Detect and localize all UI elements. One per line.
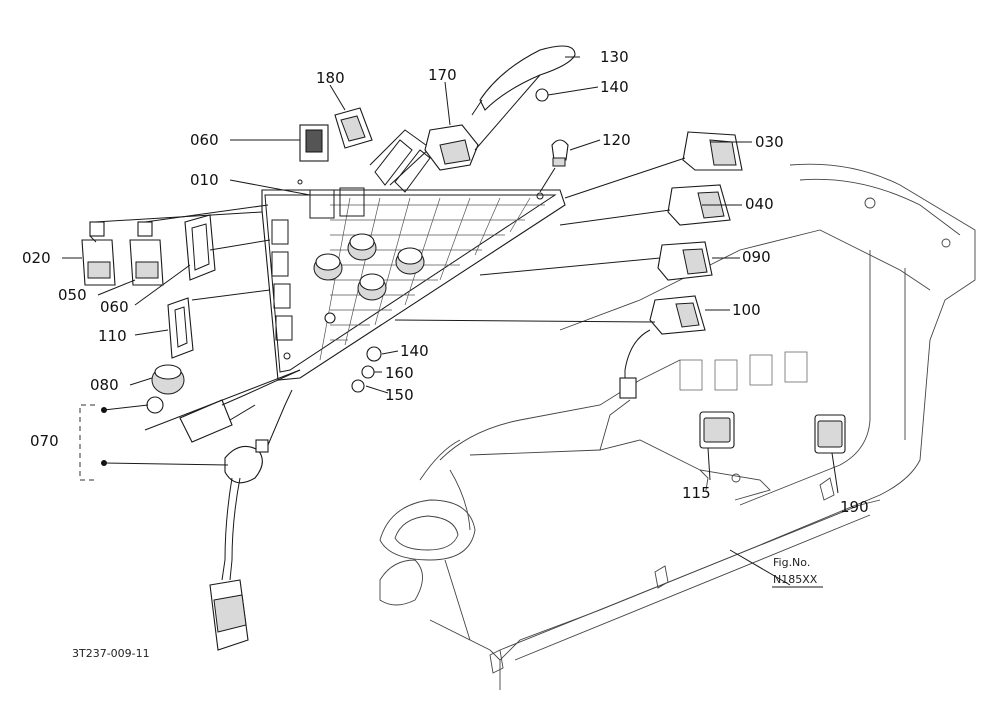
rocker-switch-020 [81,221,116,286]
label-070: 070 [30,432,59,450]
switch-190 [814,414,846,454]
label-190: 190 [840,498,869,516]
fig-no-value: N185XX [773,573,818,586]
switch-170 [424,124,479,171]
washer-140-bottom [366,346,382,362]
label-170: 170 [428,66,457,84]
connector-harness [179,369,301,443]
label-040: 040 [745,195,774,213]
label-010: 010 [190,171,219,189]
washer-070 [146,396,164,414]
label-150: 150 [385,386,414,404]
label-090: 090 [742,248,771,266]
vehicle-body-outline [379,163,976,690]
label-100: 100 [732,301,761,319]
bezel-110 [167,297,194,359]
label-060-left: 060 [100,298,129,316]
bracket-070 [79,404,95,481]
label-plates [679,351,808,391]
label-120: 120 [602,131,631,149]
figure-number: Fig.No. N185XX [772,556,823,588]
switch-115 [699,411,735,449]
rocker-switch-050 [129,221,164,286]
label-030: 030 [755,133,784,151]
label-115: 115 [682,484,711,502]
label-110: 110 [98,327,127,345]
leader-lines [62,56,839,586]
main-panel-010 [261,129,566,381]
label-020: 020 [22,249,51,267]
switch-090 [657,241,713,281]
fig-no-label: Fig.No. [773,556,810,569]
washer-140-top [535,88,549,102]
sensor-070 [209,389,293,651]
bezel-060-top [299,124,329,162]
drawing-code: 3T237-009-11 [72,647,150,660]
label-160: 160 [385,364,414,382]
switch-180 [334,107,373,149]
label-140-bottom: 140 [400,342,429,360]
label-060-top: 060 [190,131,219,149]
knob-080 [151,364,185,395]
label-180: 180 [316,69,345,87]
bulb-120 [551,139,569,167]
cable-130 [471,45,576,151]
nut-160 [361,365,375,379]
label-130: 130 [600,48,629,66]
part-labels: 130 140 170 180 120 030 060 010 040 020 … [22,48,869,516]
nut-150 [351,379,365,393]
label-080: 080 [90,376,119,394]
switch-030 [682,131,743,171]
label-050: 050 [58,286,87,304]
label-140-top: 140 [600,78,629,96]
bezel-060-left [184,214,216,281]
switch-100 [619,295,706,399]
panel-knobs [313,233,425,324]
switch-040 [667,184,731,226]
